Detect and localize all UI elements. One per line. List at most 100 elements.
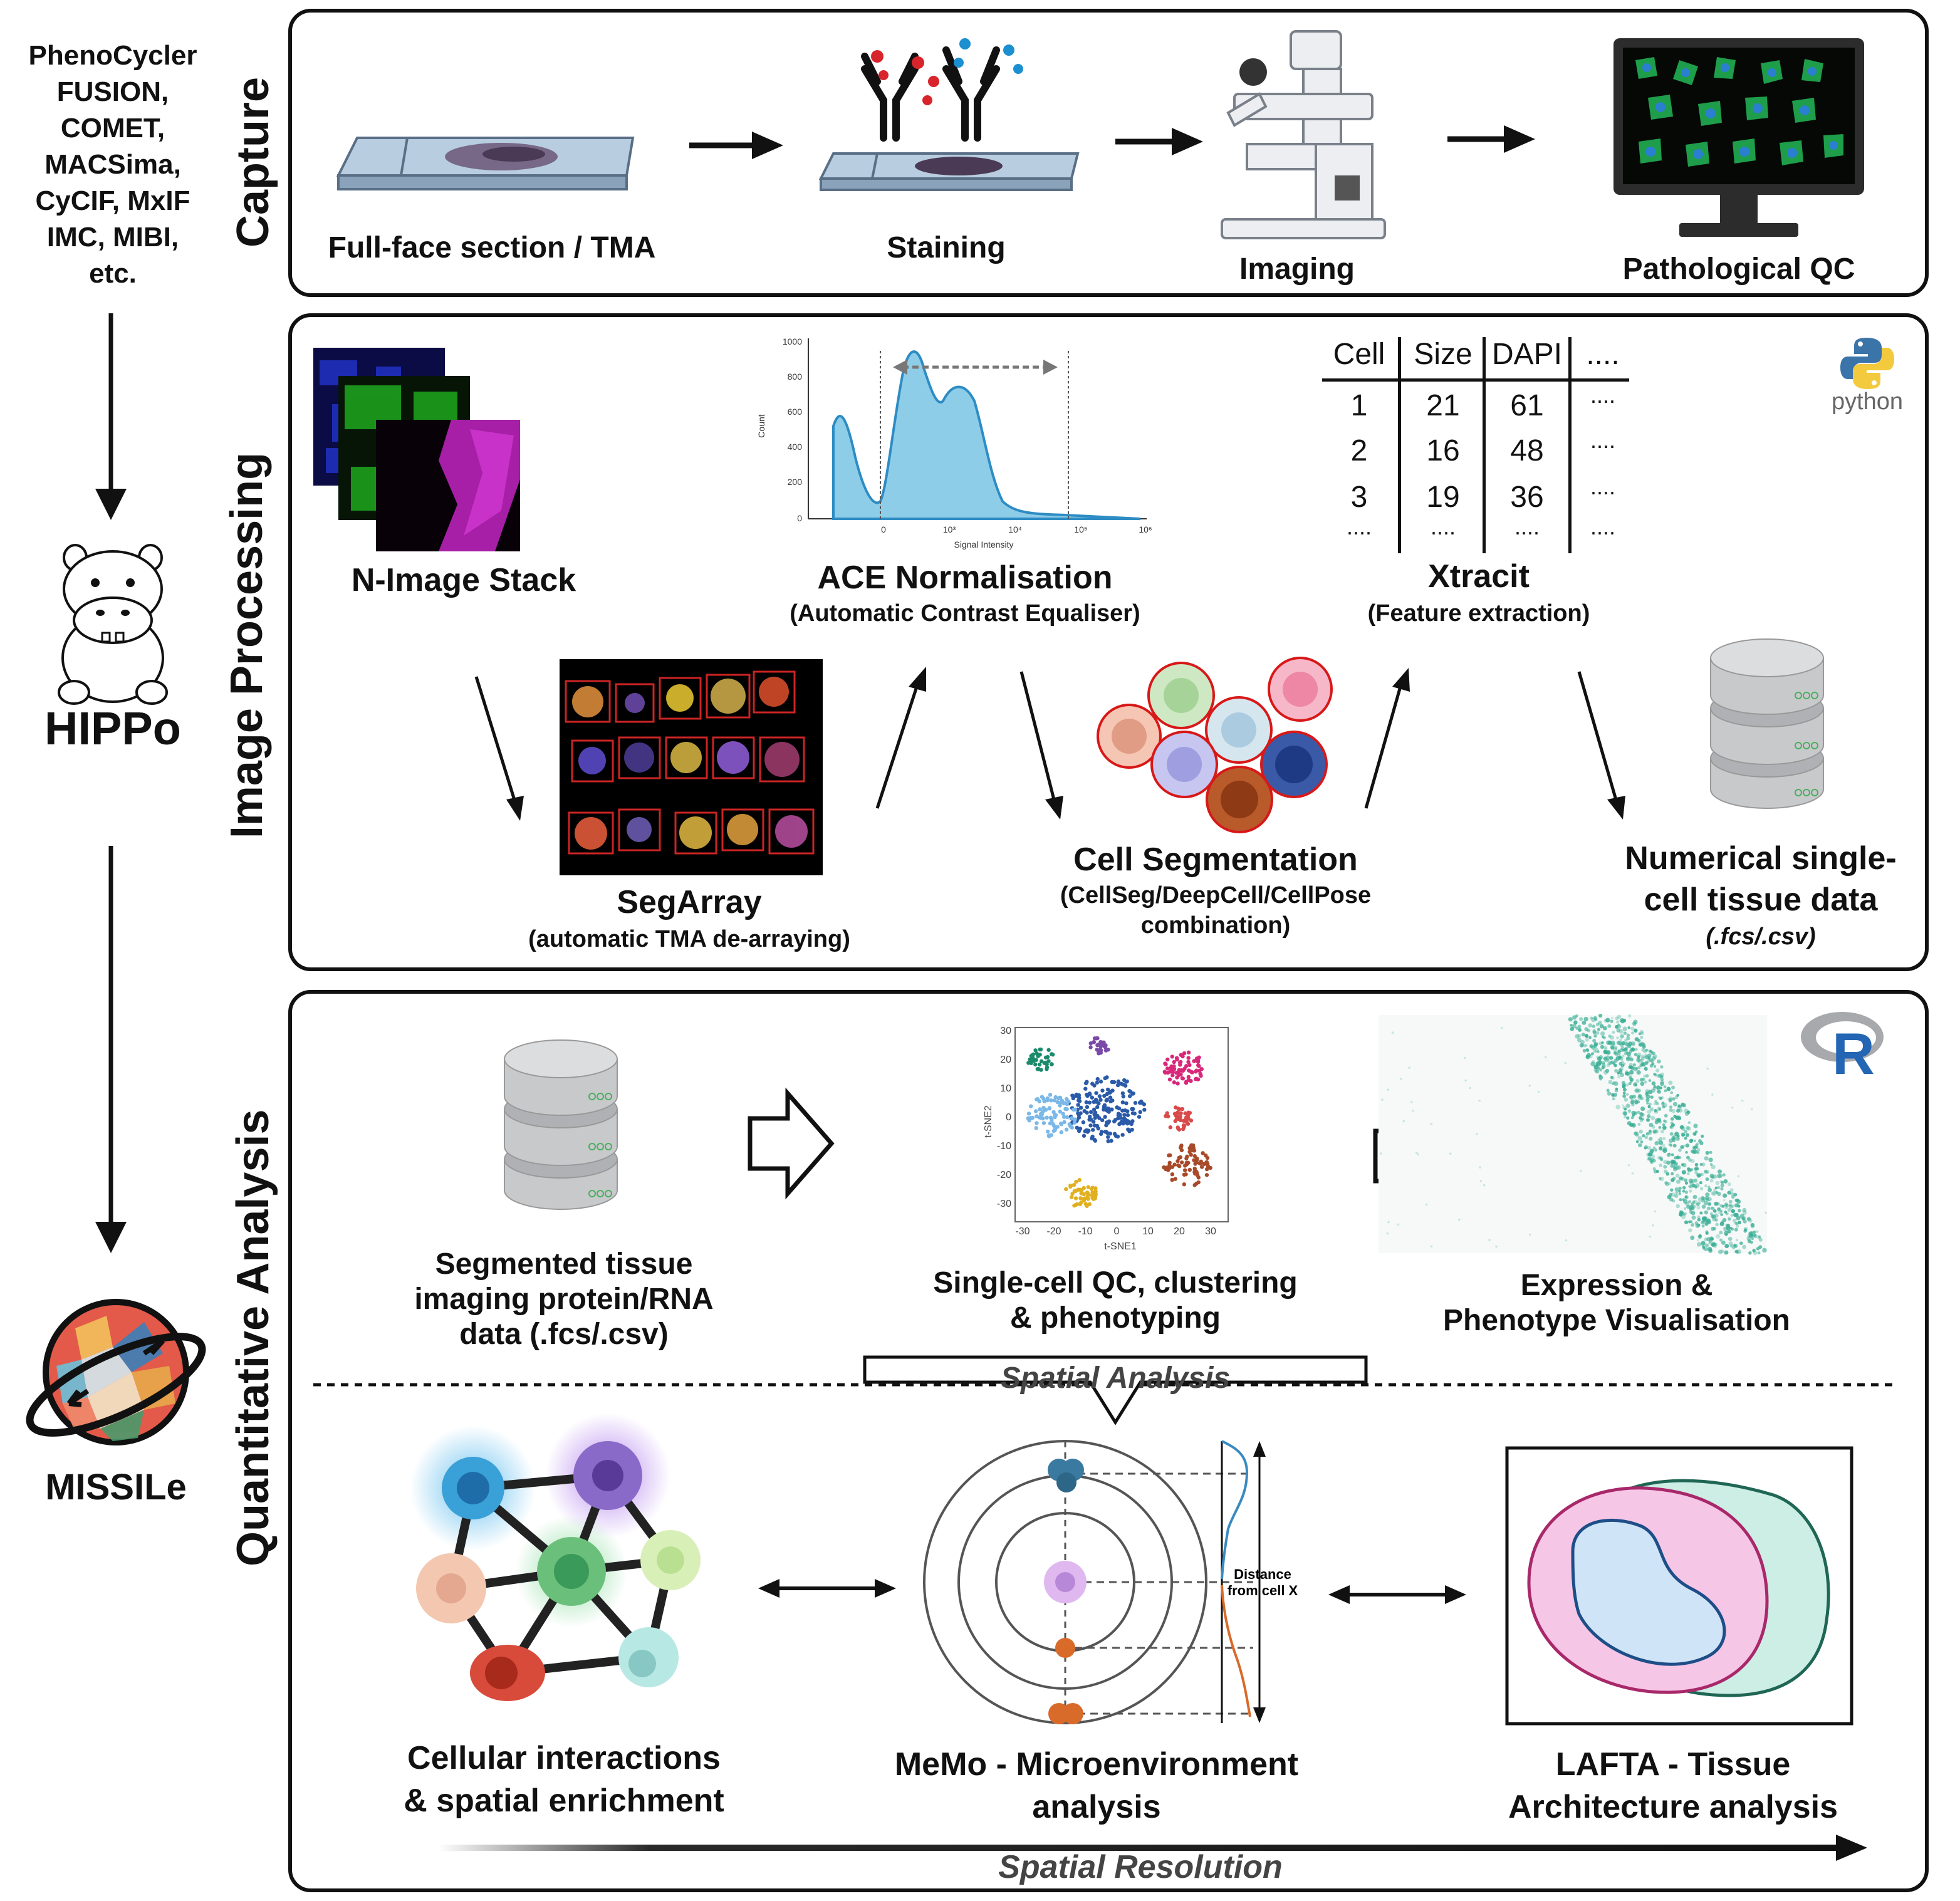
expression-point bbox=[1610, 1035, 1615, 1040]
expression-point bbox=[1691, 1223, 1694, 1227]
expression-point bbox=[1758, 1237, 1763, 1242]
tsne-point bbox=[1124, 1101, 1129, 1106]
expression-point bbox=[1635, 1079, 1640, 1083]
tsne-point bbox=[1079, 1191, 1083, 1195]
expression-point bbox=[1650, 1148, 1655, 1154]
tsne-point bbox=[1076, 1094, 1081, 1099]
tsne-point bbox=[1045, 1096, 1050, 1101]
tsne-point bbox=[1033, 1109, 1038, 1113]
tsne-point bbox=[1083, 1081, 1088, 1086]
expression-point bbox=[1613, 1051, 1617, 1055]
tsne-point bbox=[1187, 1063, 1192, 1068]
tsne-point bbox=[1177, 1164, 1182, 1169]
expression-point bbox=[1692, 1146, 1696, 1150]
expression-point bbox=[1654, 1148, 1657, 1152]
cell-segmentation-title: Cell Segmentation bbox=[1073, 841, 1358, 878]
expression-point bbox=[1397, 1223, 1400, 1226]
expression-point bbox=[1617, 1014, 1622, 1019]
tsne-point bbox=[1120, 1091, 1125, 1096]
tsne-point bbox=[1042, 1061, 1047, 1065]
tsne-point bbox=[1079, 1105, 1083, 1110]
expression-point bbox=[1598, 1060, 1602, 1065]
capture-arrows bbox=[689, 125, 1535, 159]
expression-point bbox=[1672, 1102, 1677, 1107]
tsne-point bbox=[1165, 1111, 1169, 1115]
tsne-point bbox=[1088, 1110, 1093, 1115]
expression-point bbox=[1720, 1187, 1724, 1191]
tsne-point bbox=[1026, 1112, 1031, 1116]
python-logo-icon bbox=[1840, 338, 1894, 389]
expression-point bbox=[1640, 1140, 1644, 1144]
expression-point bbox=[1645, 1118, 1650, 1122]
expression-point bbox=[1488, 1239, 1491, 1241]
expression-point bbox=[1685, 1150, 1688, 1154]
tsne-point bbox=[1179, 1143, 1184, 1148]
expression-point bbox=[1662, 1147, 1667, 1151]
tsne-point bbox=[1093, 1192, 1098, 1196]
expression-point bbox=[1592, 1038, 1597, 1043]
expression-point bbox=[1649, 1064, 1654, 1068]
expression-point bbox=[1614, 1088, 1619, 1093]
expression-point bbox=[1720, 1213, 1723, 1216]
table-cell: 19 bbox=[1426, 481, 1460, 514]
x-tick-label: 20 bbox=[1174, 1226, 1185, 1237]
expression-point bbox=[1682, 1198, 1686, 1202]
tsne-point bbox=[1061, 1115, 1066, 1119]
table-cell: .... bbox=[1590, 382, 1615, 408]
y-tick-label: 1000 bbox=[783, 336, 802, 346]
expression-point bbox=[1587, 1029, 1591, 1033]
expression-point bbox=[1632, 1063, 1636, 1066]
expression-point bbox=[1668, 1098, 1673, 1102]
expression-point bbox=[1678, 1212, 1683, 1217]
expression-point bbox=[1691, 1149, 1695, 1154]
tsne-point bbox=[1106, 1139, 1110, 1143]
tsne-point bbox=[1199, 1159, 1203, 1164]
tsne-point bbox=[1127, 1094, 1132, 1098]
expression-point bbox=[1714, 1242, 1718, 1247]
expression-point bbox=[1640, 1035, 1644, 1039]
expression-point bbox=[1639, 1112, 1644, 1116]
table-header-cell: Size bbox=[1414, 338, 1473, 371]
expression-point bbox=[1677, 1117, 1681, 1120]
expression-point bbox=[1712, 1174, 1718, 1179]
expression-point bbox=[1674, 1132, 1679, 1137]
expression-point bbox=[1717, 1207, 1721, 1211]
tsne-point bbox=[1065, 1096, 1069, 1102]
distance-label: from cell X bbox=[1228, 1583, 1298, 1598]
tsne-point bbox=[1197, 1055, 1201, 1060]
tsne-plot: 30 20 10 0 -10 -20 -30 -30 -20 -10 0 10 … bbox=[983, 1026, 1229, 1252]
tsne-point bbox=[1194, 1156, 1199, 1161]
tsne-point bbox=[1176, 1107, 1181, 1111]
expression-point bbox=[1575, 1014, 1578, 1018]
x-tick-label: 10⁵ bbox=[1074, 524, 1087, 534]
expression-point bbox=[1743, 1219, 1747, 1224]
tsne-point bbox=[1104, 1130, 1108, 1134]
expression-point bbox=[1633, 1082, 1637, 1086]
expression-point bbox=[1634, 1028, 1638, 1033]
table-cell: 2 bbox=[1350, 434, 1368, 467]
expression-point bbox=[1612, 1097, 1615, 1101]
expression-point bbox=[1615, 1016, 1619, 1021]
expression-point bbox=[1598, 1013, 1603, 1018]
tsne-point bbox=[1090, 1128, 1095, 1132]
expression-point bbox=[1682, 1162, 1687, 1168]
table-header-rule bbox=[1322, 378, 1629, 382]
expression-point bbox=[1686, 1155, 1690, 1160]
expression-label: Expression & bbox=[1520, 1269, 1713, 1302]
expression-point bbox=[1705, 1196, 1709, 1200]
tsne-point bbox=[1108, 1099, 1113, 1103]
expression-point bbox=[1704, 1210, 1709, 1215]
tsne-point bbox=[1050, 1052, 1054, 1056]
expression-point bbox=[1412, 1110, 1415, 1112]
expression-point bbox=[1669, 1164, 1674, 1169]
tsne-point bbox=[1029, 1104, 1033, 1108]
expression-point bbox=[1654, 1141, 1659, 1146]
expression-point bbox=[1631, 1123, 1636, 1128]
expression-point bbox=[1672, 1143, 1677, 1148]
tsne-point bbox=[1133, 1100, 1138, 1105]
expression-point bbox=[1670, 1117, 1674, 1121]
y-tick-label: -20 bbox=[997, 1170, 1011, 1180]
expression-point bbox=[1681, 1170, 1686, 1175]
tsne-point bbox=[1047, 1107, 1052, 1111]
expression-point bbox=[1690, 1235, 1695, 1241]
